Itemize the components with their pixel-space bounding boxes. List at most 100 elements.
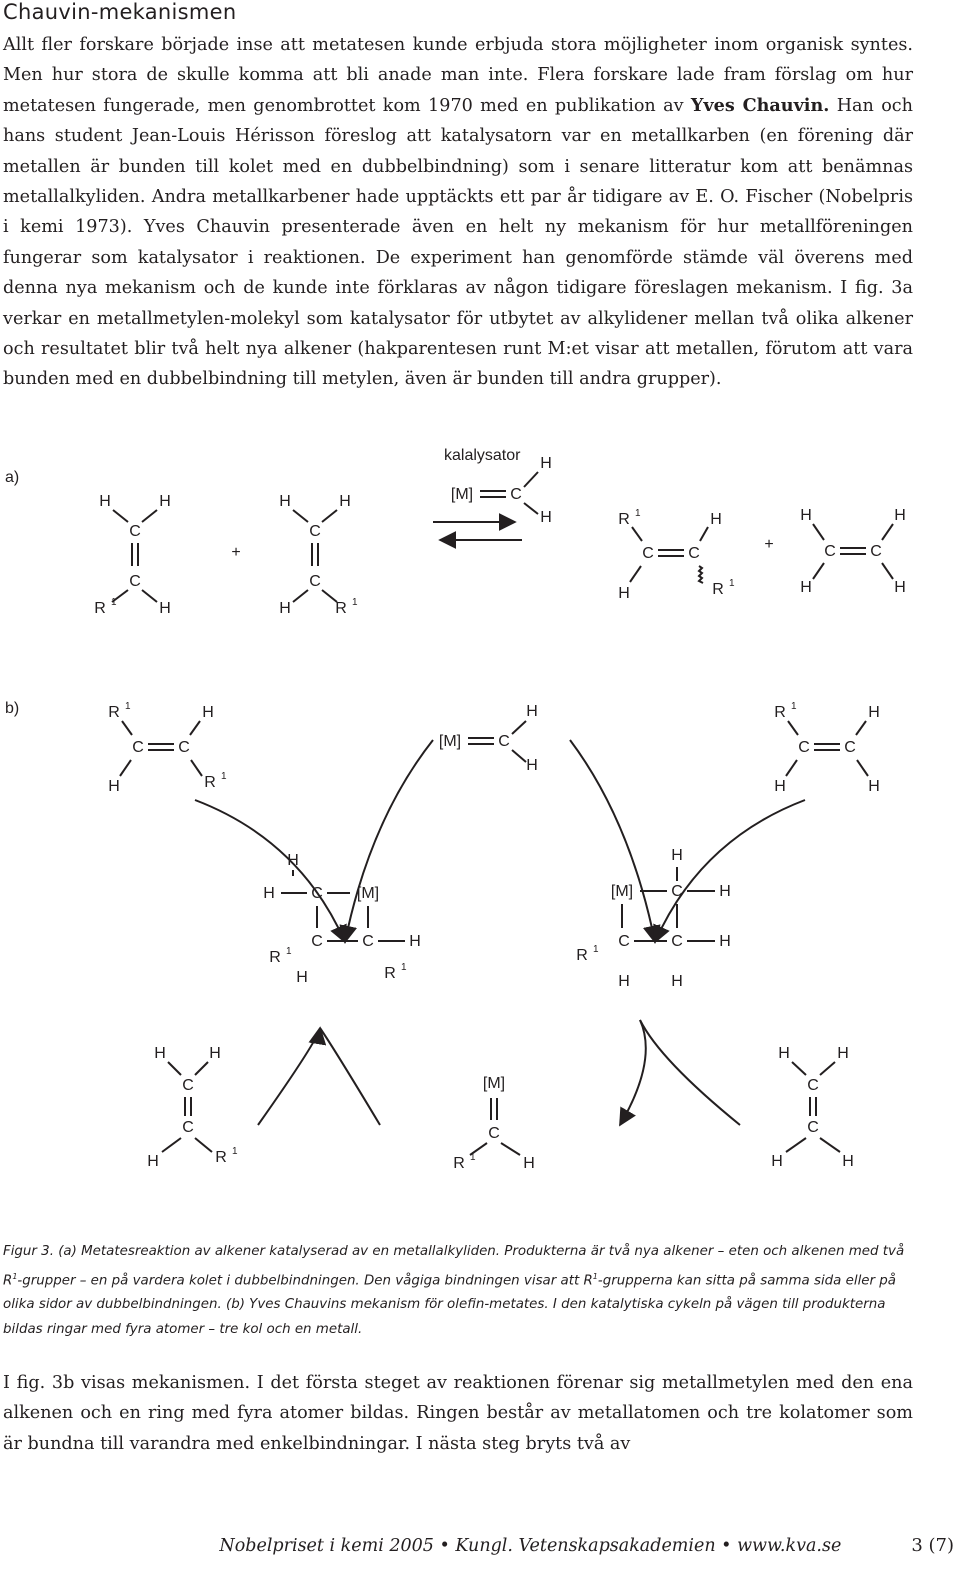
atom-label-62: H bbox=[842, 1153, 854, 1170]
caption-sup2: 1 bbox=[592, 1271, 598, 1281]
metal-label: [M] bbox=[357, 885, 379, 902]
atom-label-37: C bbox=[311, 885, 323, 902]
bond-line bbox=[189, 720, 201, 736]
r-group-label: R bbox=[269, 949, 281, 966]
atom-label-7: C bbox=[309, 523, 321, 540]
bond-line bbox=[500, 1142, 521, 1156]
r-group-label: R bbox=[774, 704, 786, 721]
r-group-label: R bbox=[712, 581, 724, 598]
bond-line bbox=[292, 509, 309, 523]
bond-line bbox=[812, 562, 825, 580]
plus-sign: + bbox=[764, 536, 773, 553]
curved-arrow bbox=[569, 739, 661, 944]
curved-arrow bbox=[639, 1019, 741, 1126]
caption-sup1: 1 bbox=[12, 1271, 18, 1281]
r-group-label: R bbox=[384, 965, 396, 982]
page-footer: Nobelpriset i kemi 2005 • Kungl. Vetensk… bbox=[219, 1535, 954, 1567]
atom-label-31: C bbox=[798, 739, 810, 756]
atom-label-10: H bbox=[540, 455, 552, 472]
atom-label-40: H bbox=[409, 933, 421, 950]
bond-line bbox=[112, 509, 129, 523]
caption-part1: Figur 3. (a) Metatesreaktion av alkener … bbox=[3, 1244, 905, 1288]
r-group-superscript: 1 bbox=[791, 701, 797, 712]
section-heading: Chauvin-mekanismen bbox=[3, 0, 237, 24]
bond-line bbox=[321, 509, 338, 523]
atom-label-11: C bbox=[510, 486, 522, 503]
atom-label-22: H bbox=[894, 579, 906, 596]
r-group-superscript: 1 bbox=[221, 771, 227, 782]
bond-line bbox=[819, 1137, 841, 1153]
bond-line bbox=[141, 509, 158, 523]
atom-label-0: H bbox=[99, 493, 111, 510]
atom-label-21: H bbox=[800, 579, 812, 596]
metal-label: [M] bbox=[439, 733, 461, 750]
bond-line bbox=[881, 523, 894, 541]
bond-line bbox=[194, 1137, 213, 1153]
bond-line bbox=[511, 749, 527, 763]
r-group-label: R bbox=[335, 600, 347, 617]
mechanism-paragraph: I fig. 3b visas mekanismen. I det första… bbox=[3, 1373, 913, 1454]
bond-line bbox=[856, 759, 869, 777]
atom-label-56: H bbox=[523, 1155, 535, 1172]
figure-caption: Figur 3. (a) Metatesreaktion av alkener … bbox=[3, 1240, 908, 1342]
atom-label-58: H bbox=[837, 1045, 849, 1062]
r-group-superscript: 1 bbox=[593, 944, 599, 955]
atom-label-3: C bbox=[129, 573, 141, 590]
atom-label-41: H bbox=[296, 969, 308, 986]
curved-arrow bbox=[339, 739, 434, 944]
bond-line bbox=[881, 562, 894, 580]
atom-label-32: C bbox=[844, 739, 856, 756]
r-group-label: R bbox=[618, 511, 630, 528]
curved-arrow bbox=[619, 1019, 647, 1127]
atom-label-48: H bbox=[618, 973, 630, 990]
atom-label-53: C bbox=[182, 1119, 194, 1136]
atom-label-12: H bbox=[540, 509, 552, 526]
r-group-label: R bbox=[215, 1149, 227, 1166]
atom-label-2: C bbox=[129, 523, 141, 540]
atom-label-36: H bbox=[263, 885, 275, 902]
atom-label-39: C bbox=[362, 933, 374, 950]
r-group-superscript: 1 bbox=[232, 1146, 238, 1157]
r-group-label: R bbox=[108, 704, 120, 721]
atom-label-42: H bbox=[671, 847, 683, 864]
r-group-superscript: 1 bbox=[470, 1152, 476, 1163]
intro-paragraph: Allt fler forskare började inse att meta… bbox=[3, 30, 913, 395]
bond-line bbox=[785, 759, 798, 777]
atom-label-23: H bbox=[202, 704, 214, 721]
curved-arrow bbox=[194, 799, 347, 944]
atom-label-6: H bbox=[339, 493, 351, 510]
metal-label: [M] bbox=[451, 486, 473, 503]
atom-label-45: C bbox=[618, 933, 630, 950]
curved-arrow bbox=[319, 1027, 381, 1126]
atom-label-9: H bbox=[279, 600, 291, 617]
atom-label-14: C bbox=[642, 545, 654, 562]
panel-a-label: a) bbox=[5, 469, 19, 486]
atom-label-28: H bbox=[526, 703, 538, 720]
bond-line bbox=[121, 720, 133, 736]
r-group-superscript: 1 bbox=[111, 597, 117, 608]
caption-part2: -grupper – en på vardera kolet i dubbelb… bbox=[17, 1272, 593, 1288]
metal-label: [M] bbox=[611, 883, 633, 900]
curved-arrow bbox=[257, 1026, 327, 1126]
r-group-superscript: 1 bbox=[125, 701, 131, 712]
atom-label-8: C bbox=[309, 573, 321, 590]
bond-line bbox=[631, 526, 643, 542]
atom-label-4: H bbox=[159, 600, 171, 617]
atom-label-60: C bbox=[807, 1119, 819, 1136]
bond-line bbox=[523, 502, 539, 515]
bond-line bbox=[699, 526, 709, 542]
caption-part3: -grupperna kan sitta på samma sida eller… bbox=[3, 1272, 897, 1337]
bond-line bbox=[119, 759, 132, 777]
curved-arrow bbox=[653, 799, 806, 944]
r-group-label: R bbox=[204, 774, 216, 791]
atom-label-38: C bbox=[311, 933, 323, 950]
atom-label-47: H bbox=[719, 933, 731, 950]
atom-label-54: H bbox=[147, 1153, 159, 1170]
atom-label-59: C bbox=[807, 1077, 819, 1094]
atom-label-26: H bbox=[108, 778, 120, 795]
atom-label-5: H bbox=[279, 493, 291, 510]
atom-label-61: H bbox=[771, 1153, 783, 1170]
atom-label-25: C bbox=[178, 739, 190, 756]
footer-text: Nobelpriset i kemi 2005 • Kungl. Vetensk… bbox=[219, 1536, 842, 1556]
atom-label-17: H bbox=[800, 507, 812, 524]
